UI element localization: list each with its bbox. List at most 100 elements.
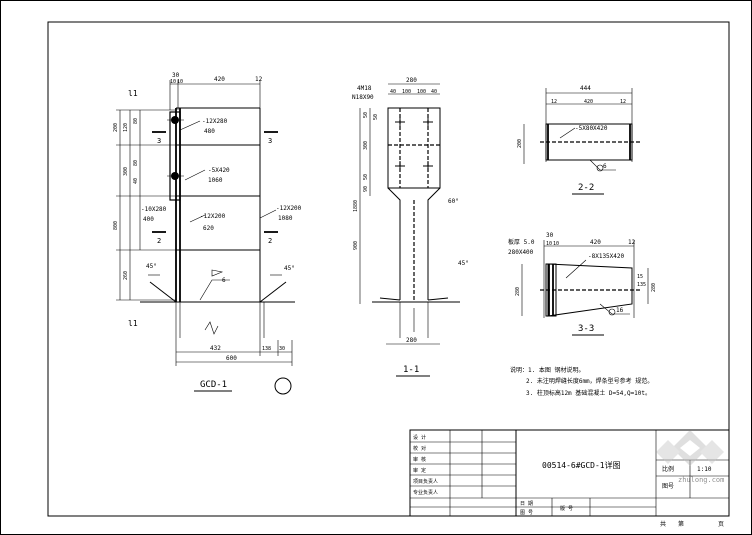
inner-frame [47, 21, 730, 517]
v33-left-label: 板厚 5.0 [508, 238, 535, 246]
gcd1-section3-left: 3 [157, 137, 161, 145]
v33-top-dim-4: 12 [628, 239, 636, 246]
view-2-2: 444 12 420 12 200 -5X80X420 6 2-2 [517, 85, 640, 195]
v11-left-dim-5: 1880 [353, 200, 359, 212]
v11-title: 1-1 [403, 365, 419, 375]
gcd1-left-dim-1: 120 [123, 123, 129, 132]
gcd1-plate3-len: 400 [143, 216, 154, 223]
v33-top-dim-0: 30 [546, 232, 554, 239]
gcd1-plate4-len: 620 [203, 225, 214, 232]
gcd1-plate1-spec: -12X280 [202, 118, 228, 125]
gcd1-weld-6: 6 [222, 277, 226, 284]
view-1-1: 4M18 N18X90 280 40 100 100 40 50 300 50 … [352, 77, 469, 377]
v11-top-dim-2: 100 [402, 89, 411, 95]
v33-top-dim-3: 420 [590, 239, 601, 246]
v33-left-dim: 280 [515, 287, 521, 296]
gcd1-axis-label-top: l1 [128, 89, 138, 98]
gcd1-left-dim-5: 80 [133, 160, 139, 166]
v33-right-dim-1: 135 [637, 282, 646, 288]
gcd1-left-dim-7: 260 [123, 271, 129, 280]
tb-sheet-label: 图号 [662, 483, 674, 490]
view-gcd1: 30 10 10 420 12 l1 l1 200 120 80 300 40 … [113, 72, 302, 395]
gcd1-bottom-dim-3: 600 [226, 355, 237, 362]
note-line-1: 说明：1. 本图 钢材说明。 [510, 366, 584, 374]
v22-title: 2-2 [578, 183, 594, 193]
v22-weld: 6 [603, 163, 607, 170]
gcd1-section3-right: 3 [268, 137, 272, 145]
v11-bottom-dim: 280 [406, 337, 417, 344]
gcd1-plate3-spec: -10X280 [141, 206, 167, 213]
gcd1-left-dim-2: 80 [133, 118, 139, 124]
notes-block: 说明：1. 本图 钢材说明。 2. 未注明焊缝长度6mm，焊条型号参考 规范。 … [510, 366, 653, 397]
gcd1-bottom-dim-1: 138 [262, 346, 271, 352]
v11-left-dim-4: 50 [373, 114, 379, 120]
gcd1-plate4-spec: -12X200 [200, 213, 226, 220]
v11-top-dim-1: 40 [390, 89, 396, 95]
v33-left-spec: 280X400 [508, 249, 534, 256]
tb-bottom-cell-2: 版 号 [560, 505, 573, 512]
note-line-3: 3. 柱顶标高12m 基础混凝土 D=54,Q=10t。 [526, 389, 651, 397]
gcd1-left-dim-6: 800 [113, 221, 119, 230]
gcd1-left-dim-3: 300 [123, 167, 129, 176]
tb-left-cell-4: 项目负责人 [413, 478, 438, 485]
gcd1-top-dim-0: 30 [172, 72, 180, 79]
tb-left-cell-0: 设 计 [413, 434, 426, 441]
v11-top-dim-4: 40 [431, 89, 437, 95]
tb-footer-1: 第 [678, 520, 684, 528]
tb-bottom-cell-0: 日 期 [520, 501, 533, 507]
v11-left-dim-0: 50 [363, 112, 369, 118]
gcd1-top-dim-4: 12 [255, 76, 263, 83]
tb-bottom-cell-1: 图 号 [520, 510, 533, 516]
note-line-2: 2. 未注明焊缝长度6mm，焊条型号参考 规范。 [526, 377, 653, 385]
gcd1-plate5-len: 1080 [278, 215, 293, 222]
v33-title: 3-3 [578, 324, 594, 334]
gcd1-top-dim-3: 420 [214, 76, 225, 83]
gcd1-angle-left: 45° [146, 263, 157, 270]
gcd1-plate2-len: 1060 [208, 177, 223, 184]
tb-left-cell-1: 校 对 [413, 445, 426, 452]
v33-weld: 16 [616, 307, 624, 314]
v22-top-dim: 444 [580, 85, 591, 92]
v22-sub-dim-0: 12 [551, 99, 557, 105]
view-3-3: 30 10 10 420 12 板厚 5.0 280X400 -8X135X42… [508, 232, 657, 336]
gcd1-left-dim-0: 200 [113, 123, 119, 132]
tb-scale-value: 1:10 [697, 466, 712, 473]
tb-drawing-title: 00514-6#GCD-1详图 [542, 460, 621, 470]
v11-left-dim-2: 50 [363, 174, 369, 180]
v33-top-dim-1: 10 [546, 241, 552, 247]
v22-sub-dim-2: 12 [620, 99, 626, 105]
v33-plate-spec: -8X135X420 [588, 253, 625, 260]
title-block: 设 计 校 对 审 核 审 定 项目负责人 专业负责人 00514-6#GCD-… [409, 429, 730, 528]
v33-top-dim-2: 10 [553, 241, 559, 247]
tb-left-cell-2: 审 核 [413, 456, 426, 463]
gcd1-plate1-len: 480 [204, 128, 215, 135]
gcd1-angle-right: 45° [284, 265, 295, 272]
tb-left-cell-5: 专业负责人 [413, 489, 438, 496]
v11-top-dim-0: 280 [406, 77, 417, 84]
gcd1-axis-label-bottom: l1 [128, 319, 138, 328]
gcd1-title: GCD-1 [200, 380, 227, 390]
watermark-logo: zhulong.com [656, 430, 724, 484]
gcd1-section2-right: 2 [268, 237, 272, 245]
gcd1-top-dim-1: 10 [170, 79, 176, 85]
tb-footer-0: 共 [660, 520, 666, 528]
v11-angle2: 45° [458, 260, 469, 267]
v33-right-dim-2: 280 [651, 283, 657, 292]
watermark-site-text: zhulong.com [678, 476, 724, 484]
v11-bolt-note: 4M18 [357, 85, 372, 92]
gcd1-top-dim-2: 10 [177, 79, 183, 85]
gcd1-bottom-dim-2: 30 [279, 346, 285, 352]
tb-footer-2: 页 [718, 521, 724, 528]
v11-angle: 60° [448, 198, 459, 205]
gcd1-left-dim-4: 40 [133, 178, 139, 184]
v22-plate-spec: -5X80X420 [575, 125, 608, 132]
v22-sub-dim-1: 420 [584, 99, 593, 105]
gcd1-section2-left: 2 [157, 237, 161, 245]
v11-left-dim-1: 300 [363, 141, 369, 150]
v11-left-dim-3: 90 [363, 186, 369, 192]
gcd1-plate5-spec: -12X200 [276, 205, 302, 212]
v33-right-dim-0: 15 [637, 274, 643, 280]
v11-left-dim-6: 900 [353, 241, 359, 250]
